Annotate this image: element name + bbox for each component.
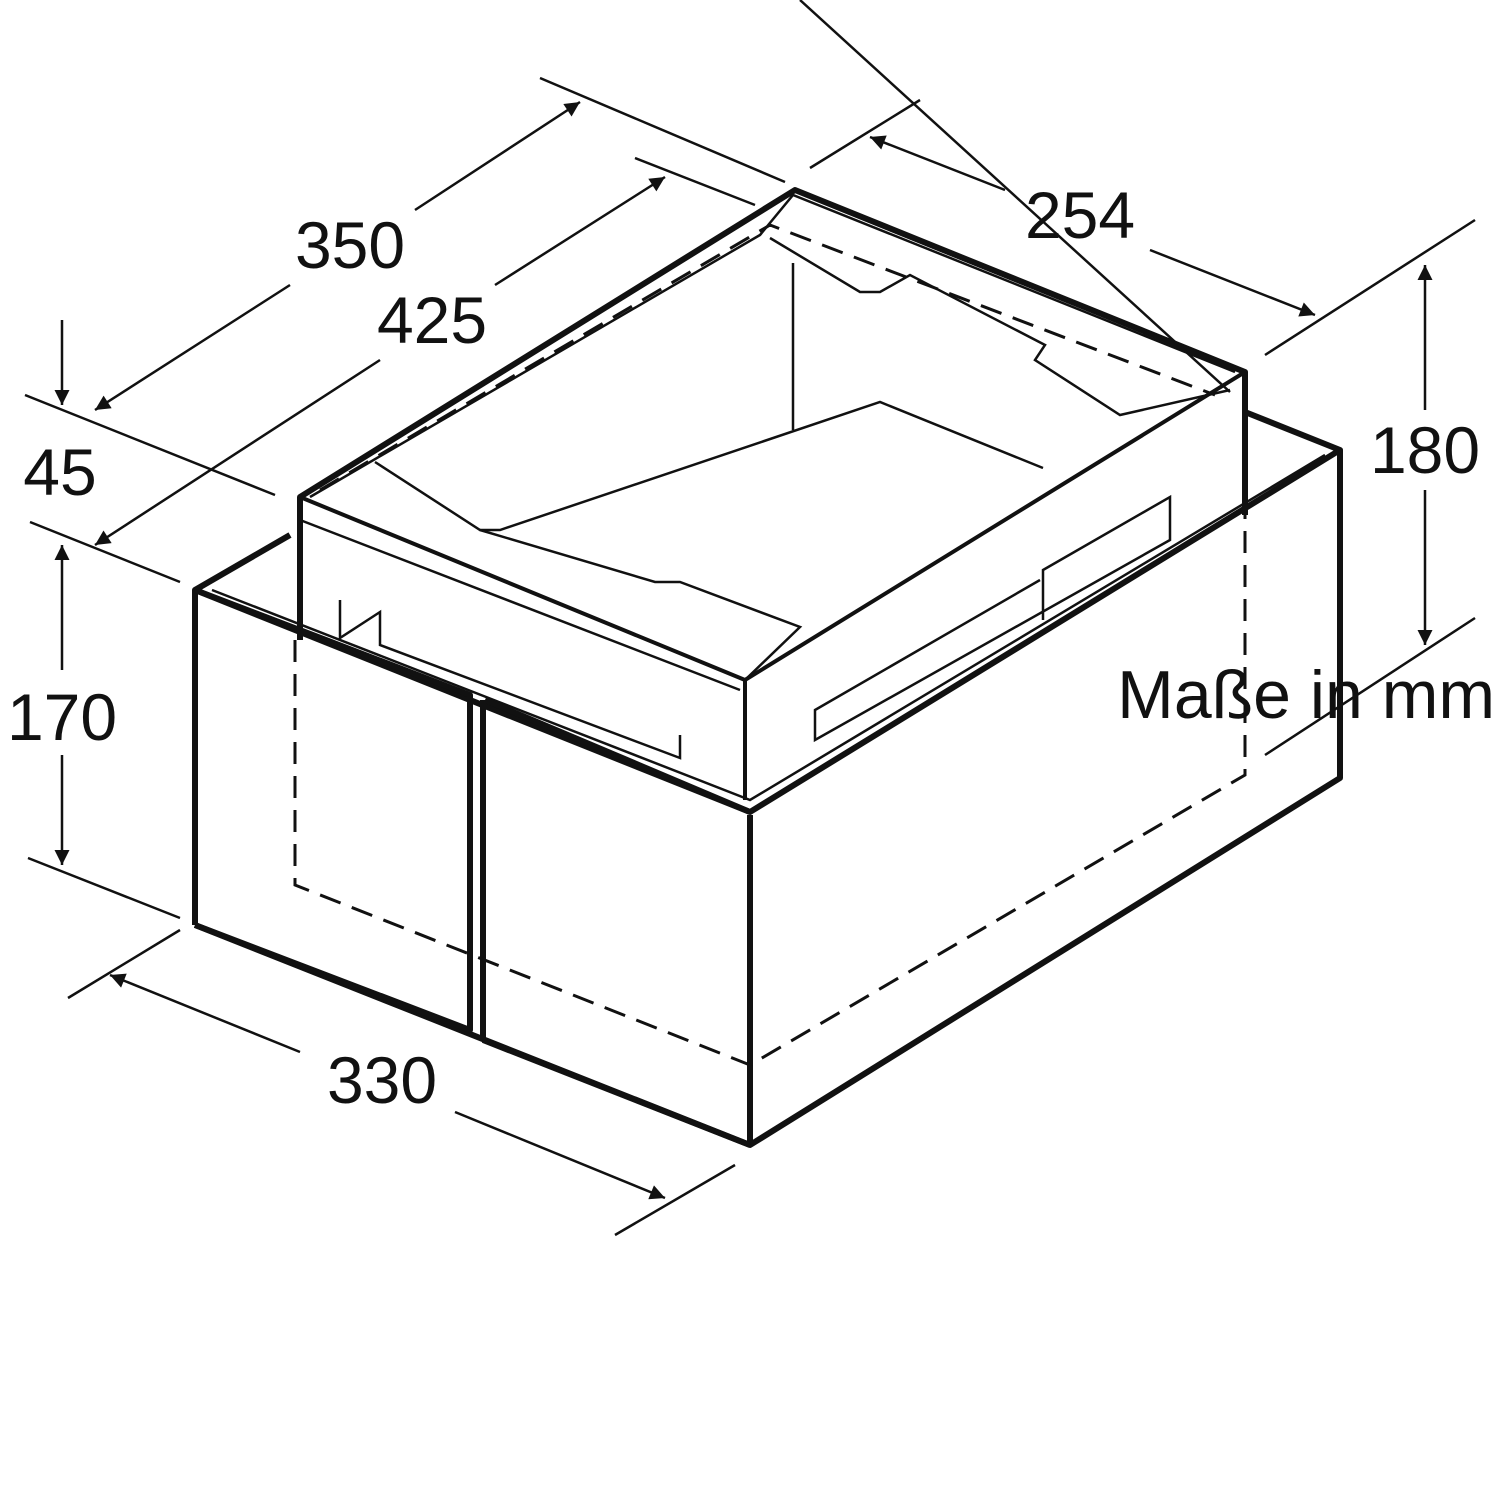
dim-label-350: 350 bbox=[295, 208, 405, 282]
dim-label-180: 180 bbox=[1370, 413, 1480, 487]
dim-label-170: 170 bbox=[7, 680, 117, 754]
units-note: Maße in mm bbox=[1117, 657, 1495, 733]
dim-label-330: 330 bbox=[327, 1043, 437, 1117]
dim-label-425: 425 bbox=[377, 283, 487, 357]
outer-frame bbox=[192, 409, 1343, 1148]
dim-label-45: 45 bbox=[23, 435, 96, 509]
inner-frame bbox=[297, 0, 1248, 800]
dim-label-254: 254 bbox=[1025, 178, 1135, 252]
hidden-lines bbox=[293, 223, 1247, 1067]
dimension-lines bbox=[24, 76, 1476, 1237]
